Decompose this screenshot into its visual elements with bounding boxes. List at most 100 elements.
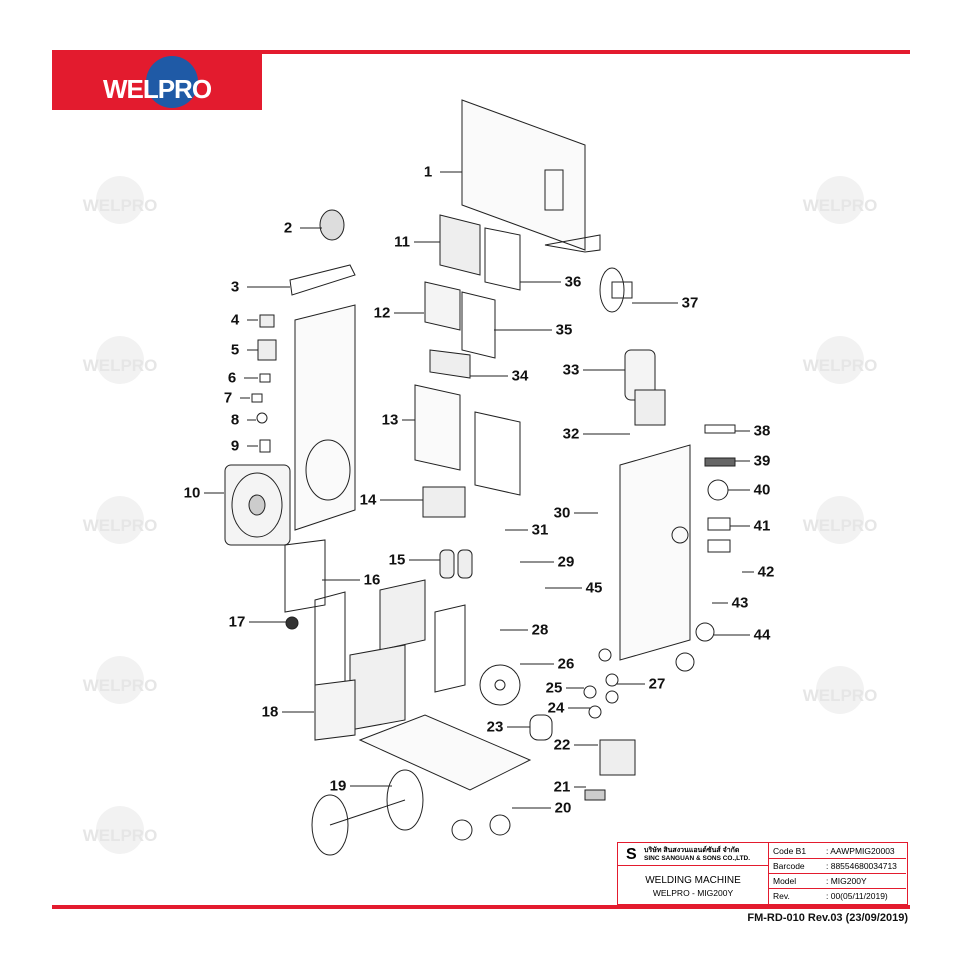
part-17	[285, 616, 299, 630]
spool-holder-part-37	[599, 267, 633, 313]
wire-feeder-part-33	[624, 349, 666, 426]
footer-rule	[52, 905, 910, 909]
part-callout: 35	[555, 321, 573, 339]
pcb-parts-11-36	[424, 214, 521, 379]
field-value: : 88554680034713	[826, 861, 897, 871]
watermark-logo: WELPRO	[83, 656, 157, 704]
part-callout: 17	[228, 613, 246, 631]
fan-guard-part-2	[319, 209, 345, 241]
part-callout: 31	[531, 521, 549, 539]
field-label: Code B1	[773, 846, 807, 856]
part-callout: 14	[359, 491, 377, 509]
part-callout: 28	[531, 621, 549, 639]
fan-part-10	[224, 464, 291, 546]
field-barcode: Barcode : 88554680034713	[768, 858, 906, 874]
title-block: S บริษัท สินสงวนแอนด์ซันส์ จำกัด SINC SA…	[617, 842, 908, 905]
part-callout: 3	[230, 278, 240, 296]
field-label: Rev.	[773, 891, 790, 901]
logo-globe-icon	[146, 56, 198, 108]
header-rule	[52, 50, 910, 54]
field-model: Model : MIG200Y	[768, 873, 906, 889]
part-callout: 16	[363, 571, 381, 589]
watermark-text: WELPRO	[802, 686, 878, 705]
watermark-text: WELPRO	[82, 196, 158, 215]
heatsinks	[284, 539, 466, 731]
part-callout: 27	[648, 675, 666, 693]
part-callout: 45	[585, 579, 603, 597]
drawing-subtitle: WELPRO - MIG200Y	[652, 888, 734, 898]
part-callout: 33	[562, 361, 580, 379]
part-callout: 30	[553, 504, 571, 522]
part-callout: 26	[557, 655, 575, 673]
base-plate	[358, 714, 532, 791]
watermark-text: WELPRO	[802, 356, 878, 375]
part-callout: 32	[562, 425, 580, 443]
part-callout: 34	[511, 367, 529, 385]
part-callout: 29	[557, 553, 575, 571]
part-callout: 12	[373, 304, 391, 322]
rear-panel-part-1	[461, 99, 601, 253]
part-callout: 19	[329, 777, 347, 795]
wheels-part-19	[311, 769, 424, 856]
company-box: S บริษัท สินสงวนแอนด์ซันส์ จำกัด SINC SA…	[618, 843, 768, 866]
logo-text: WELPRO	[102, 74, 212, 104]
part-callout: 9	[230, 437, 240, 455]
leader-lines	[204, 171, 754, 809]
casters-part-20	[451, 814, 511, 841]
part-callout: 22	[553, 736, 571, 754]
watermark-logo: WELPRO	[803, 496, 877, 544]
part-callout: 4	[230, 311, 240, 329]
watermark-text: WELPRO	[82, 356, 158, 375]
part-callout: 39	[753, 452, 771, 470]
watermark-text: WELPRO	[82, 826, 158, 845]
watermark-text: WELPRO	[82, 516, 158, 535]
part-callout: 23	[486, 718, 504, 736]
pcb-part-18	[314, 679, 356, 741]
part-callout: 24	[547, 699, 565, 717]
watermark-logo: WELPRO	[83, 336, 157, 384]
transformer-parts-13-14	[414, 384, 521, 518]
part-callout: 15	[388, 551, 406, 569]
watermark-logo: WELPRO	[803, 336, 877, 384]
watermark-text: WELPRO	[802, 196, 878, 215]
company-logo-icon: S	[626, 846, 637, 863]
part-callout: 2	[283, 219, 293, 237]
bracket-part-3	[289, 264, 356, 296]
part-callout: 40	[753, 481, 771, 499]
part-callout: 11	[394, 233, 410, 251]
watermark-text: WELPRO	[82, 676, 158, 695]
part-callout: 36	[564, 273, 582, 291]
field-label: Barcode	[773, 861, 805, 871]
welpro-logo: WELPRO	[52, 52, 262, 110]
part-callout: 44	[753, 626, 771, 644]
watermark-logo: WELPRO	[83, 496, 157, 544]
part-callout: 41	[753, 517, 771, 535]
part-callout: 42	[757, 563, 775, 581]
part-callout: 18	[261, 703, 279, 721]
title-block-left: S บริษัท สินสงวนแอนด์ซันส์ จำกัด SINC SA…	[618, 843, 769, 904]
part-callout: 10	[183, 484, 201, 502]
watermark-logo: WELPRO	[83, 176, 157, 224]
part-callout: 1	[423, 163, 433, 181]
part-callout: 6	[227, 369, 237, 387]
part-callout: 13	[381, 411, 399, 429]
capacitor-part-15	[439, 549, 473, 579]
small-parts-4-9	[251, 314, 277, 453]
part-callout: 37	[681, 294, 699, 312]
company-thai: บริษัท สินสงวนแอนด์ซันส์ จำกัด	[644, 847, 740, 854]
part-callout: 21	[553, 778, 571, 796]
reactor-parts-22-23	[529, 714, 636, 801]
part-callout: 8	[230, 411, 240, 429]
part-callout: 7	[223, 389, 233, 407]
part-callout: 38	[753, 422, 771, 440]
field-code: Code B1: AAWPMIG20003	[768, 843, 906, 859]
field-label: Model	[773, 876, 797, 886]
part-callout: 20	[554, 799, 572, 817]
part-callout: 25	[545, 679, 563, 697]
field-value: : MIG200Y	[826, 876, 867, 886]
form-number: FM-RD-010 Rev.03 (23/09/2019)	[747, 912, 908, 924]
